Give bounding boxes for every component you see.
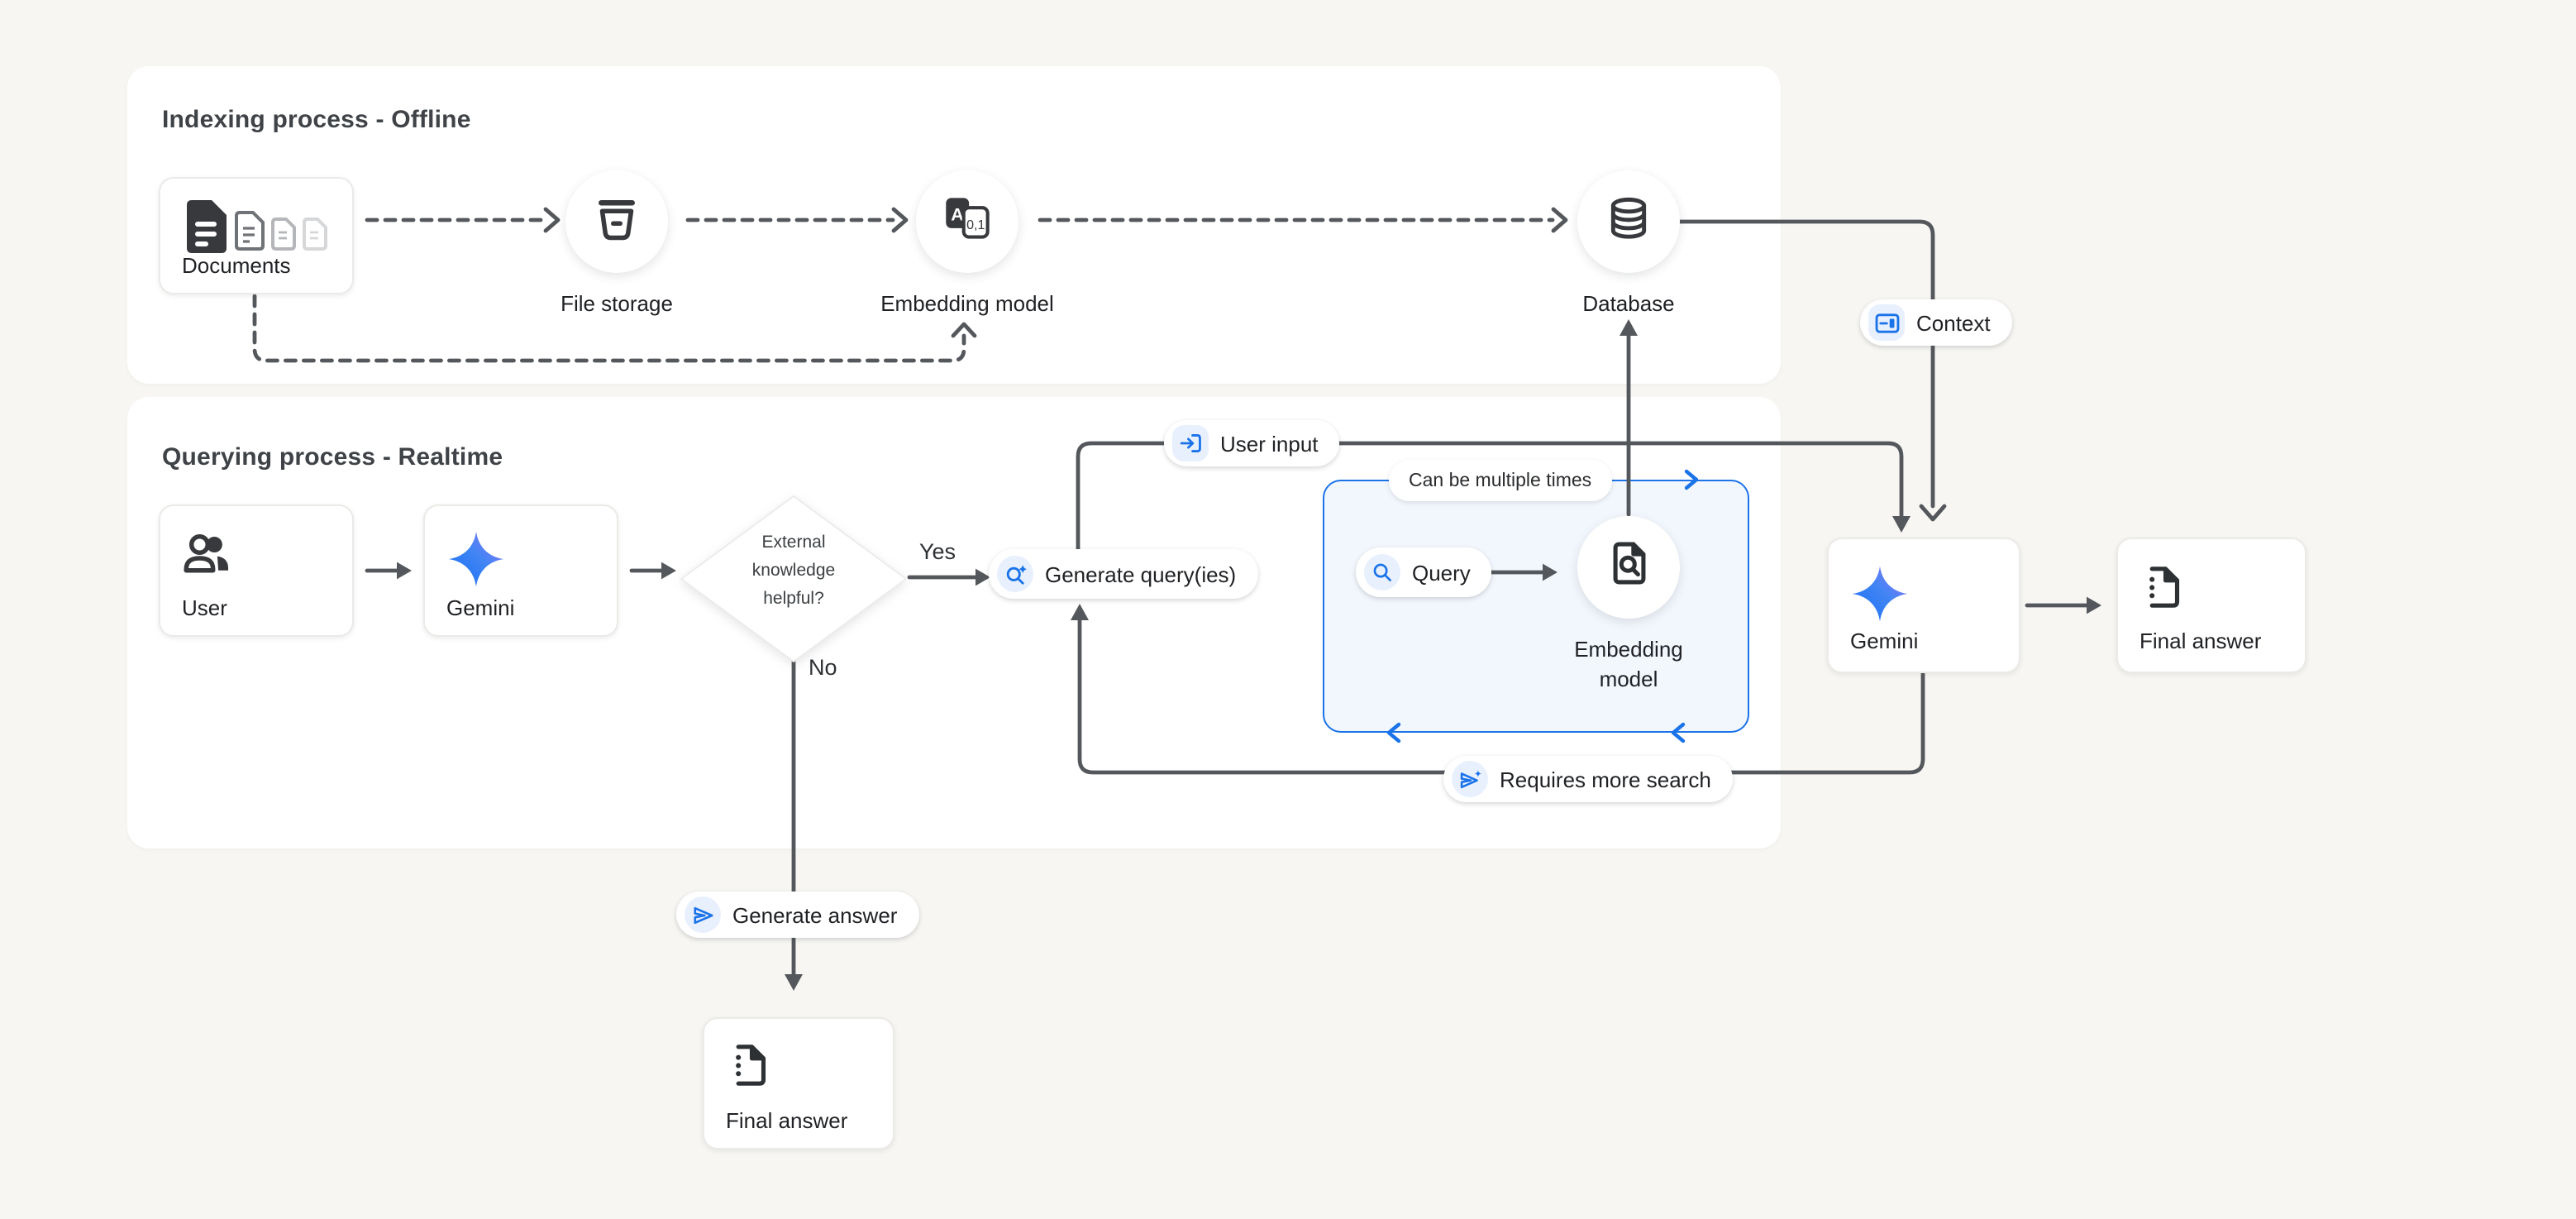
translate-icon: A 0,1 xyxy=(942,195,992,248)
send-spark-icon xyxy=(1452,761,1488,797)
decision-label: External knowledge helpful? xyxy=(751,533,836,609)
document-search-icon xyxy=(1605,539,1653,595)
decision-node[interactable]: External knowledge helpful? xyxy=(678,493,909,665)
embedding-model-realtime-label: Embedding model xyxy=(1574,637,1683,691)
generate-answer-label: Generate answer xyxy=(732,902,898,927)
user-input-badge[interactable]: User input xyxy=(1164,420,1340,466)
loop-arrow-bottom-left-icon xyxy=(1386,722,1401,743)
indexing-section-title: Indexing process - Offline xyxy=(162,106,471,134)
search-icon xyxy=(1364,554,1400,590)
search-spark-icon xyxy=(997,556,1033,592)
user-input-badge-label: User input xyxy=(1220,431,1319,456)
loop-arrow-top-right-icon xyxy=(1684,469,1699,490)
svg-text:0,1: 0,1 xyxy=(966,218,985,232)
documents-node[interactable]: Documents xyxy=(159,177,354,294)
embedding-model-offline-label: Embedding model xyxy=(880,291,1054,316)
final-answer-doc-icon xyxy=(2140,564,2186,619)
user-label: User xyxy=(182,595,227,620)
can-be-multiple-times-label: Can be multiple times xyxy=(1389,460,1612,501)
user-icon xyxy=(182,531,233,584)
generate-answer-badge[interactable]: Generate answer xyxy=(676,892,919,938)
documents-label: Documents xyxy=(182,253,291,278)
embedding-model-offline-node[interactable]: A 0,1 xyxy=(916,170,1018,273)
user-node[interactable]: User xyxy=(159,504,354,637)
final-answer-right-node[interactable]: Final answer xyxy=(2116,538,2306,673)
database-icon xyxy=(1605,194,1652,249)
context-badge-label: Context xyxy=(1916,310,1991,335)
gemini-answer-node[interactable]: Gemini xyxy=(1827,538,2020,673)
final-answer-bottom-label: Final answer xyxy=(726,1108,848,1133)
documents-icon xyxy=(182,197,327,268)
gemini-star-icon xyxy=(446,529,506,597)
gemini-star-icon xyxy=(1850,564,1910,632)
final-answer-bottom-node[interactable]: Final answer xyxy=(703,1017,894,1150)
generate-queries-label: Generate query(ies) xyxy=(1045,562,1237,586)
query-badge[interactable]: Query xyxy=(1356,547,1492,597)
generate-queries-badge[interactable]: Generate query(ies) xyxy=(989,549,1258,599)
querying-section-title: Querying process - Realtime xyxy=(162,443,503,471)
file-storage-node[interactable] xyxy=(565,170,668,273)
final-answer-right-label: Final answer xyxy=(2140,629,2262,653)
query-badge-label: Query xyxy=(1412,560,1471,585)
bucket-icon xyxy=(592,193,642,251)
database-node[interactable] xyxy=(1577,170,1680,273)
embedding-model-realtime-node[interactable] xyxy=(1577,516,1680,619)
send-icon xyxy=(685,896,721,933)
gemini-query-label: Gemini xyxy=(446,595,515,620)
svg-text:A: A xyxy=(951,205,963,225)
yes-label: Yes xyxy=(919,539,956,564)
final-answer-doc-icon xyxy=(726,1042,772,1097)
context-badge[interactable]: Context xyxy=(1860,299,2012,346)
no-label: No xyxy=(809,655,837,680)
context-icon xyxy=(1868,304,1905,341)
retrieval-loop-box xyxy=(1323,480,1749,733)
requires-more-search-badge[interactable]: Requires more search xyxy=(1443,756,1733,802)
login-icon xyxy=(1172,425,1209,461)
database-label: Database xyxy=(1582,291,1675,316)
gemini-answer-label: Gemini xyxy=(1850,629,1919,653)
gemini-query-node[interactable]: Gemini xyxy=(423,504,618,637)
requires-more-search-label: Requires more search xyxy=(1500,767,1711,791)
loop-arrow-bottom-right-icon xyxy=(1671,722,1686,743)
file-storage-label: File storage xyxy=(561,291,673,316)
